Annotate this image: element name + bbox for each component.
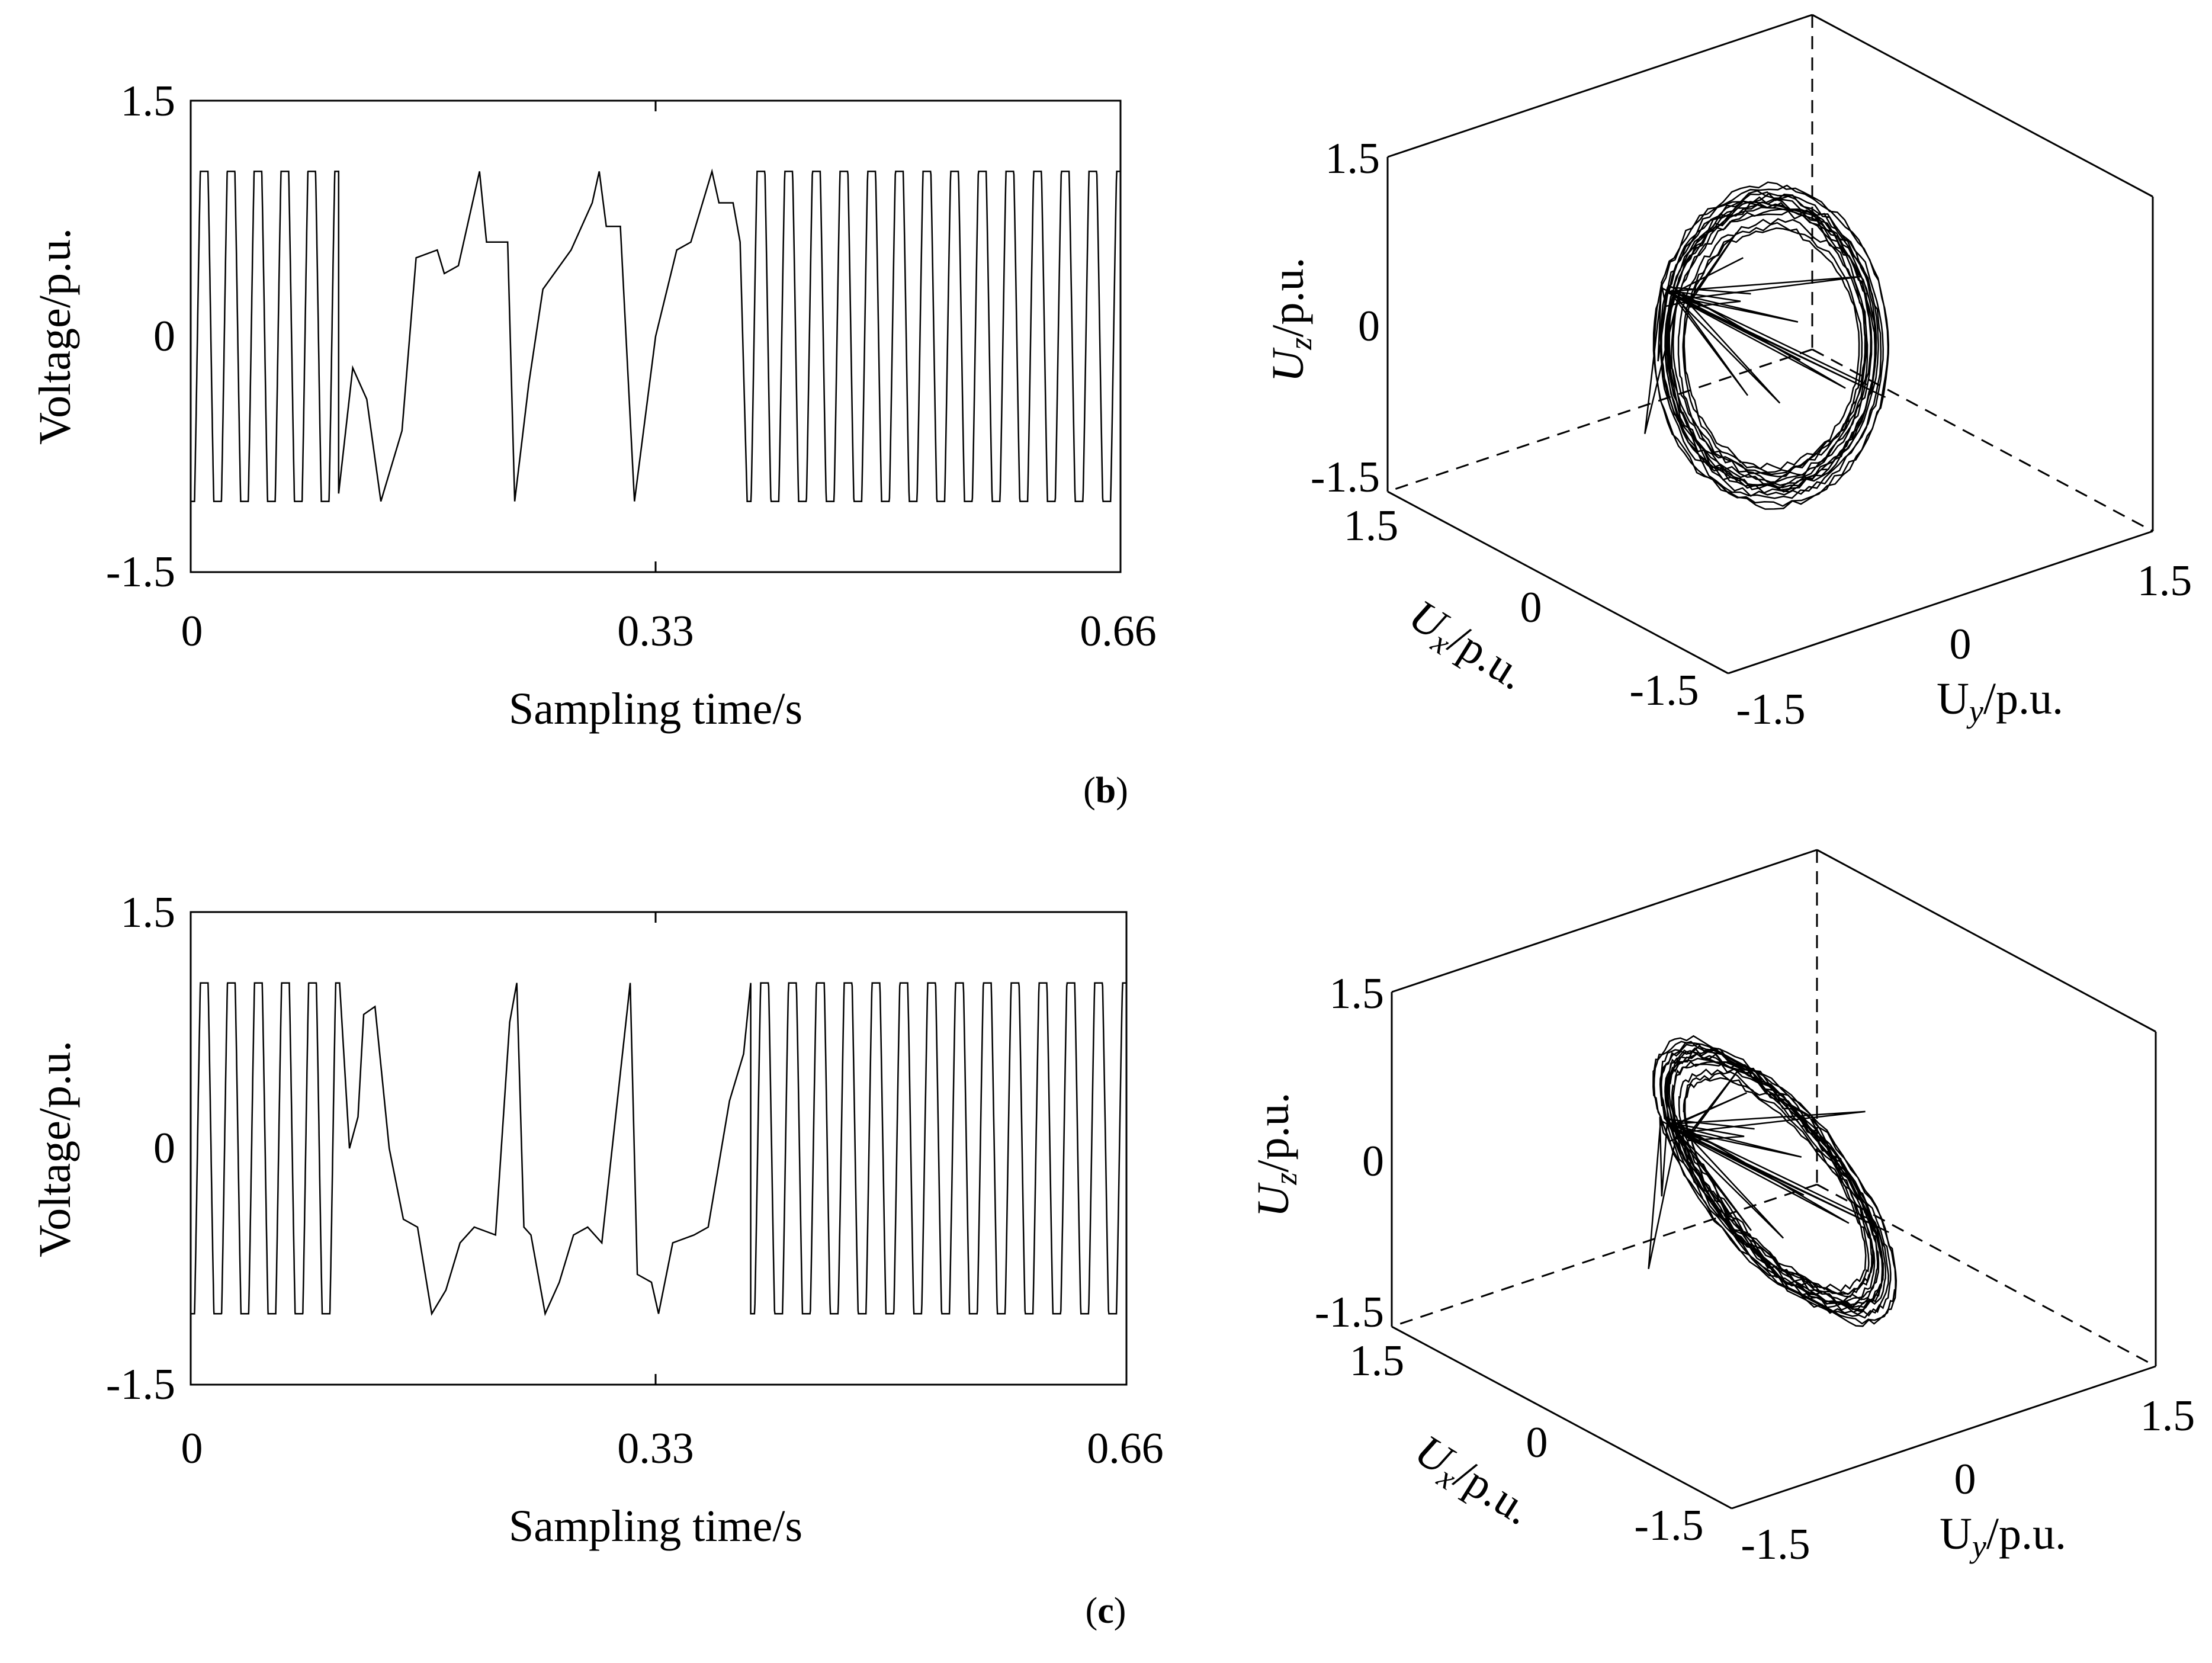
box-edge bbox=[1391, 849, 1818, 993]
z-tick-label: 1.5 bbox=[1325, 134, 1381, 183]
box-edge bbox=[1816, 849, 2156, 1033]
box-edge bbox=[1391, 1325, 1732, 1510]
y-tick-label: 0 bbox=[1954, 1455, 1976, 1504]
voltage-series-line bbox=[191, 168, 1121, 502]
y-tick-label: 1.5 bbox=[2137, 557, 2192, 605]
y-axis-label: Voltage/p.u. bbox=[30, 228, 80, 445]
phase-trajectory-line bbox=[1648, 1035, 1898, 1327]
box-edge bbox=[1387, 490, 1729, 675]
chart-c-3d: 1.5 0 -1.5 Uz/p.u. 1.5 0 -1.5 Ux/p.u. -1… bbox=[1248, 849, 2195, 1569]
x-tick-label: 1.5 bbox=[1350, 1337, 1405, 1385]
z-tick-label: -1.5 bbox=[1311, 453, 1380, 502]
y-tick-label: -1.5 bbox=[1736, 685, 1805, 734]
z-tick-label: 0 bbox=[1358, 302, 1380, 351]
x-axis-label: Ux/p.u. bbox=[1398, 590, 1534, 704]
y-tick-label: -1.5 bbox=[106, 548, 175, 596]
box-hidden-edge bbox=[1391, 1183, 1818, 1328]
box-edge bbox=[1812, 14, 2153, 198]
chart-b-3d: 1.5 0 -1.5 Uz/p.u. 1.5 0 -1.5 Ux/p.u. -1… bbox=[1263, 14, 2192, 734]
y-tick-label: 1.5 bbox=[2140, 1392, 2195, 1440]
x-tick-label: 1.5 bbox=[1344, 502, 1399, 550]
x-tick-label: -1.5 bbox=[1629, 666, 1699, 715]
z-tick-label: 1.5 bbox=[1330, 969, 1385, 1018]
box-hidden-edge bbox=[1816, 1183, 2156, 1367]
z-tick-label: -1.5 bbox=[1315, 1288, 1384, 1337]
x-tick-label: -1.5 bbox=[1634, 1501, 1703, 1550]
x-tick-label: 0 bbox=[1526, 1418, 1548, 1467]
x-tick-label: 0 bbox=[181, 607, 203, 656]
y-tick-label: 0 bbox=[1950, 620, 1972, 669]
y-tick-label: 0 bbox=[153, 312, 175, 361]
y-tick-label: 1.5 bbox=[121, 888, 176, 937]
x-axis-label: Sampling time/s bbox=[509, 1501, 802, 1551]
y-axis-label: Uy/p.u. bbox=[1937, 674, 2063, 729]
panel-label-b: (b) bbox=[1083, 770, 1128, 811]
x-axis-label: Sampling time/s bbox=[509, 684, 802, 734]
x-tick-label: 0.33 bbox=[617, 1424, 694, 1473]
box-edge bbox=[1731, 1365, 2156, 1510]
chart-c-timeseries: 1.5 0 -1.5 0 0.33 0.66 Sampling time/s V… bbox=[30, 888, 1164, 1551]
x-tick-label: 0 bbox=[181, 1424, 203, 1473]
panel-label-c: (c) bbox=[1086, 1591, 1126, 1631]
x-tick-label: 0.66 bbox=[1080, 607, 1157, 656]
voltage-series-line bbox=[191, 982, 1126, 1317]
x-tick-label: 0 bbox=[1520, 583, 1542, 632]
y-tick-label: 0 bbox=[153, 1124, 175, 1173]
z-axis-label: Uz/p.u. bbox=[1263, 257, 1318, 382]
y-axis-label: Uy/p.u. bbox=[1940, 1509, 2066, 1564]
box-edge bbox=[1728, 530, 2153, 675]
y-tick-label: 1.5 bbox=[121, 77, 176, 126]
box-hidden-edge bbox=[1387, 348, 1813, 493]
x-tick-label: 0.66 bbox=[1087, 1424, 1164, 1473]
box-edge bbox=[1387, 14, 1813, 158]
phase-trajectory-line bbox=[1644, 181, 1890, 510]
chart-b-timeseries: 1.5 0 -1.5 0 0.33 0.66 Sampling time/s V… bbox=[30, 77, 1157, 734]
y-tick-label: -1.5 bbox=[106, 1360, 175, 1409]
x-axis-label: Ux/p.u. bbox=[1404, 1425, 1540, 1539]
x-tick-label: 0.33 bbox=[617, 607, 694, 656]
z-tick-label: 0 bbox=[1362, 1137, 1384, 1186]
y-axis-label: Voltage/p.u. bbox=[30, 1041, 80, 1257]
y-tick-label: -1.5 bbox=[1741, 1520, 1810, 1569]
plot-frame bbox=[190, 911, 1128, 1386]
z-axis-label: Uz/p.u. bbox=[1248, 1092, 1304, 1217]
